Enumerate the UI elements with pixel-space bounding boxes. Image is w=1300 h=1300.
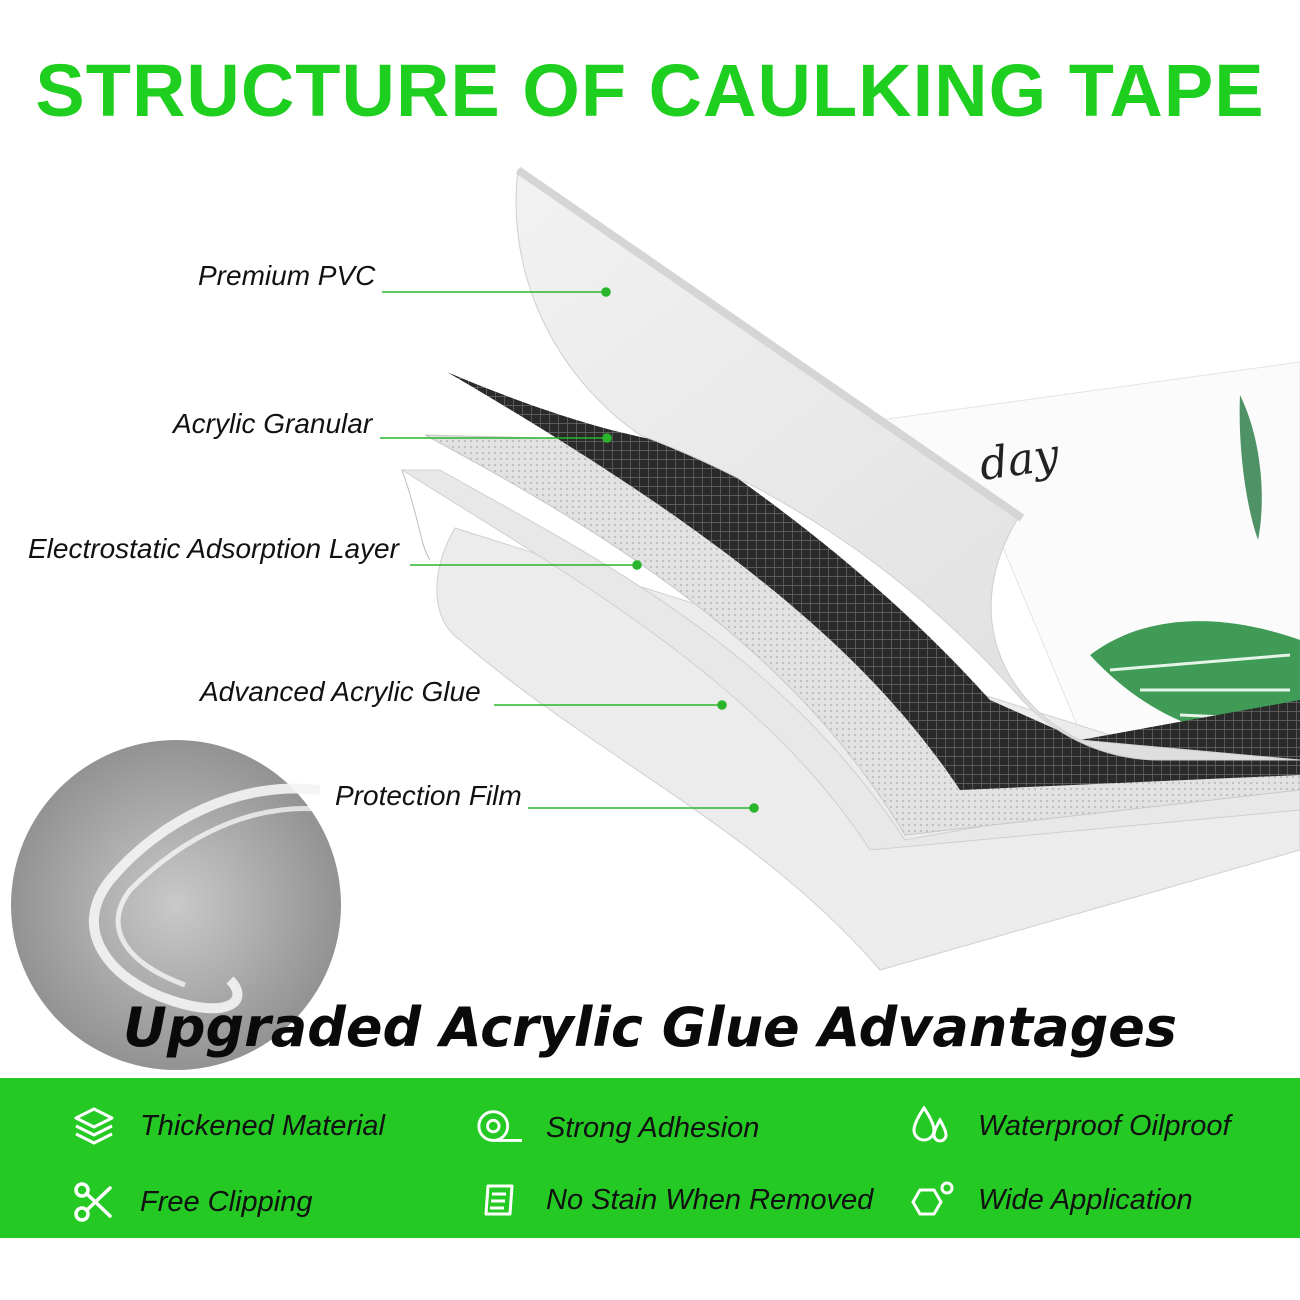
tape-roll-icon xyxy=(476,1104,524,1152)
page-title: STRUCTURE OF CAULKING TAPE xyxy=(35,49,1265,132)
layer-label-acrylic-granular: Acrylic Granular xyxy=(173,408,373,439)
feature-label: Free Clipping xyxy=(140,1185,313,1218)
layers-icon xyxy=(70,1102,118,1150)
feature-label: Waterproof Oilproof xyxy=(978,1109,1231,1142)
glue-closeup-image xyxy=(11,740,341,1070)
feature-label: No Stain When Removed xyxy=(546,1183,874,1216)
acrylic-glue-layer xyxy=(400,469,1300,851)
feature-no-stain: No Stain When Removed xyxy=(476,1176,873,1224)
tape-print-text: day xyxy=(976,429,1063,491)
scrub-icon xyxy=(476,1176,524,1224)
advantages-band xyxy=(0,1078,1300,1238)
feature-thickened-material: Thickened Material xyxy=(70,1102,385,1150)
acrylic-granular-layer xyxy=(447,372,1300,790)
layer-label-premium-pvc: Premium PVC xyxy=(198,260,376,291)
water-drop-icon xyxy=(908,1102,956,1150)
feature-strong-adhesion: Strong Adhesion xyxy=(476,1104,759,1152)
advantages-heading: Upgraded Acrylic Glue Advantages xyxy=(122,996,1177,1059)
feature-free-clipping: Free Clipping xyxy=(70,1178,312,1226)
scissors-icon xyxy=(70,1178,118,1226)
feature-label: Strong Adhesion xyxy=(546,1111,760,1144)
layer-label-protection-film: Protection Film xyxy=(335,780,522,811)
feature-label: Thickened Material xyxy=(140,1109,385,1142)
callout-lines xyxy=(380,287,759,813)
layer-label-acrylic-glue: Advanced Acrylic Glue xyxy=(200,676,481,707)
layer-label-electrostatic: Electrostatic Adsorption Layer xyxy=(28,533,399,564)
feature-wide-application: Wide Application xyxy=(908,1176,1193,1224)
leaf-shape xyxy=(1239,395,1262,540)
feature-label: Wide Application xyxy=(978,1183,1193,1216)
hexagon-icon xyxy=(908,1176,956,1224)
pvc-layer xyxy=(515,169,1300,761)
feature-waterproof-oilproof: Waterproof Oilproof xyxy=(908,1102,1231,1150)
